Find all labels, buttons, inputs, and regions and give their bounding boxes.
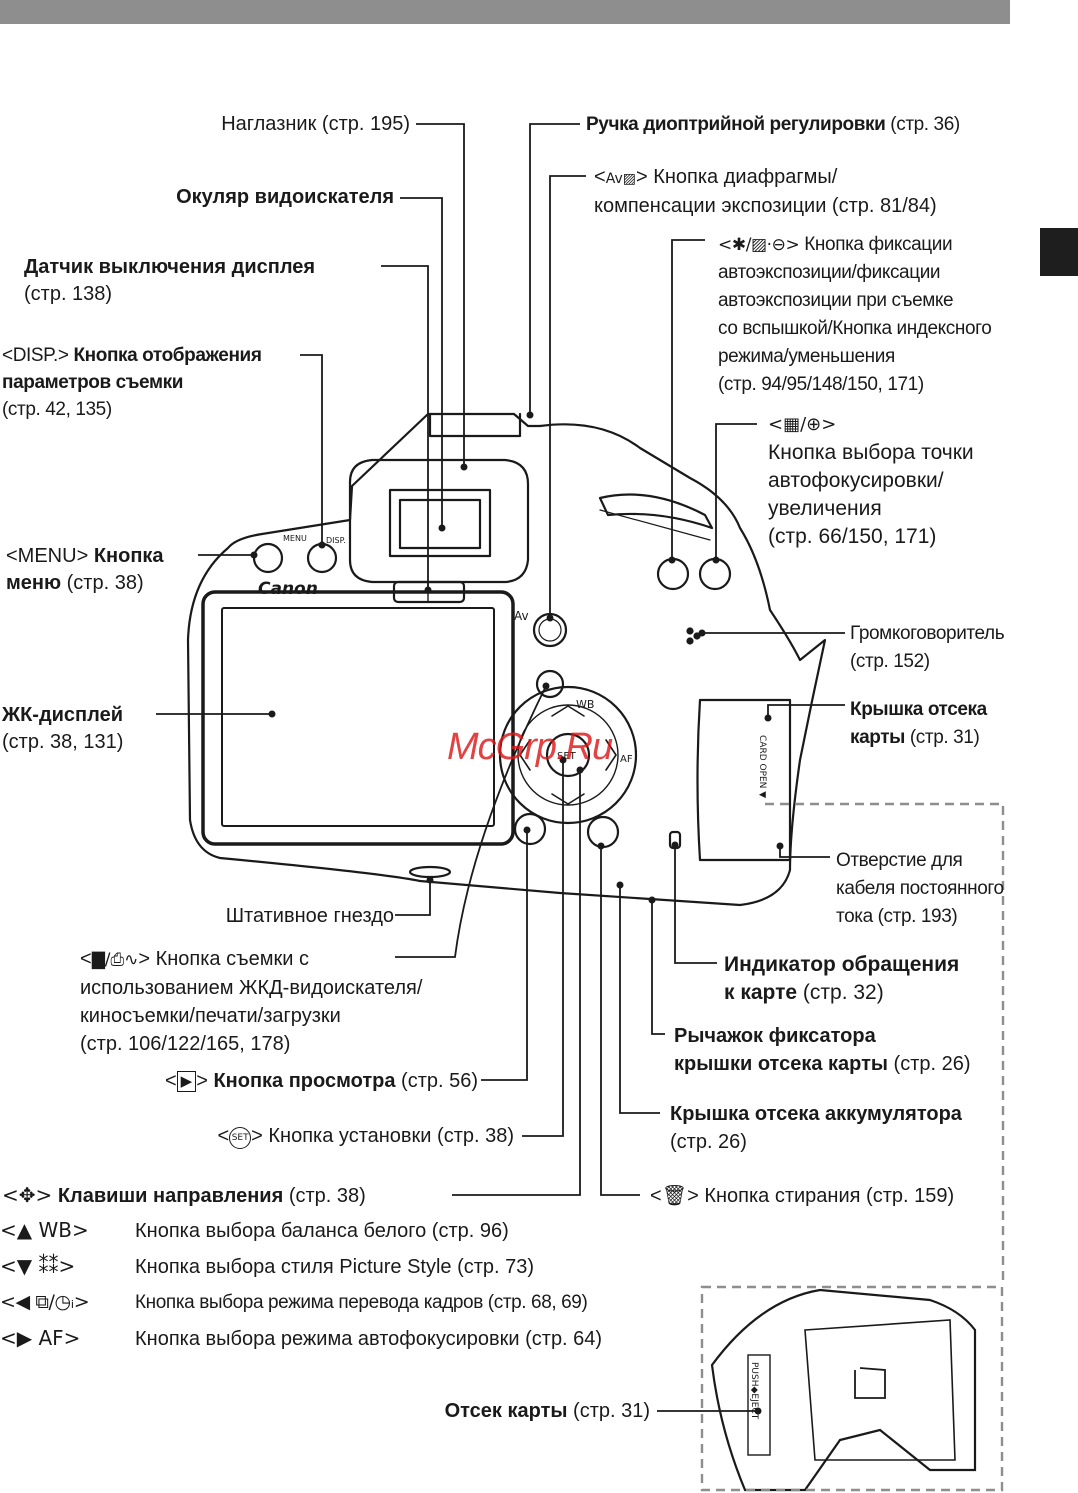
ae-lock-button-shape: [656, 557, 690, 591]
legend-row-drive: <◀ ⧉/◷ᵢ>Кнопка выбора режима перевода ка…: [0, 1291, 588, 1313]
eyepiece-shape: [388, 488, 492, 558]
header-bar: [0, 0, 1010, 24]
label-cross-keys: <✥> Клавиши направления (стр. 38): [2, 1183, 366, 1207]
label-menu-button: <MENU> Кнопка меню (стр. 38): [6, 545, 164, 594]
card-cover-shape: [696, 698, 792, 862]
label-cover-lever: Рычажок фиксатора крышки отсека карты (с…: [674, 1025, 971, 1075]
label-display-sensor: Датчик выключения дисплея (стр. 138): [24, 256, 316, 305]
label-liveview-button: <▇/⎙∿> Кнопка съемки с использованием ЖК…: [80, 948, 423, 1055]
erase-button-shape: [586, 815, 620, 849]
label-tripod: Штативное гнездо: [225, 905, 394, 927]
label-diopter: Ручка диоптрийной регулировки (стр. 36): [586, 114, 960, 135]
label-af-point-button: <▦/⊕> Кнопка выбора точки автофокусировк…: [768, 414, 974, 548]
legend-row-picture-style: <▼ ⁑⁑>Кнопка выбора стиля Picture Style …: [0, 1254, 535, 1278]
label-dc-cable: Отверстие для кабеля постоянного тока (с…: [836, 850, 1004, 927]
chapter-tab: [1040, 228, 1078, 276]
label-set-button: <SET> Кнопка установки (стр. 38): [217, 1125, 514, 1149]
mode-dial: [598, 493, 714, 530]
label-eyecup: Наглазник (стр. 195): [221, 113, 410, 135]
card-slot-inset: [710, 1288, 977, 1492]
label-erase-button: <🗑> Кнопка стирания (стр. 159): [650, 1183, 955, 1207]
label-card-slot: Отсек карты (стр. 31): [444, 1400, 650, 1422]
label-speaker: Громкоговоритель (стр. 152): [850, 623, 1005, 672]
label-battery-cover: Крышка отсека аккумулятора (стр. 26): [670, 1103, 962, 1153]
label-viewfinder: Окуляр видоискателя: [176, 186, 394, 208]
set-button-shape: [545, 732, 591, 778]
lcd-screen: [201, 590, 515, 846]
eyecup-shape: [348, 458, 530, 584]
af-point-button-shape: [698, 557, 732, 591]
camera-disp-mark: DISP.: [326, 536, 346, 545]
label-access-lamp: Индикатор обращения к карте (стр. 32): [724, 953, 960, 1004]
playback-button-shape: [513, 812, 547, 846]
label-playback-button: <▶> Кнопка просмотра (стр. 56): [164, 1070, 478, 1092]
watermark: McGrp.Ru: [447, 726, 613, 768]
liveview-button-shape: [535, 669, 565, 699]
camera-brand-mark: Canon: [258, 579, 318, 599]
camera-menu-mark: MENU: [283, 534, 307, 543]
label-card-cover: Крышка отсека карты (стр. 31): [850, 699, 987, 748]
label-disp-button: <DISP.> Кнопка отображения параметров съ…: [2, 345, 262, 420]
menu-button-shape: [252, 542, 284, 574]
camera-slot-mark: PUSH◆EJECT: [749, 1362, 759, 1420]
cross-keys-shape: [498, 685, 638, 825]
legend-row-wb: <▲ WB>Кнопка выбора баланса белого (стр.…: [0, 1218, 509, 1242]
camera-af-mark: AF: [620, 754, 633, 765]
label-lcd: ЖК-дисплей (стр. 38, 131): [2, 704, 124, 753]
camera-av-mark: Av: [514, 609, 529, 623]
label-av-button: <Av▨> Кнопка диафрагмы/ компенсации эксп…: [594, 166, 937, 217]
camera-body: [186, 412, 827, 907]
label-ae-lock-button: <✱/▨·⊖> Кнопка фиксации автоэкспозиции/ф…: [718, 234, 992, 395]
tripod-socket-shape: [408, 865, 452, 879]
camera-card-mark: CARD OPEN ▼: [757, 735, 767, 798]
legend-row-af: <▶ AF>Кнопка выбора режима автофокусиров…: [0, 1326, 603, 1350]
camera-set-mark: SET: [557, 751, 577, 762]
camera-wb-mark: WB: [576, 698, 594, 711]
